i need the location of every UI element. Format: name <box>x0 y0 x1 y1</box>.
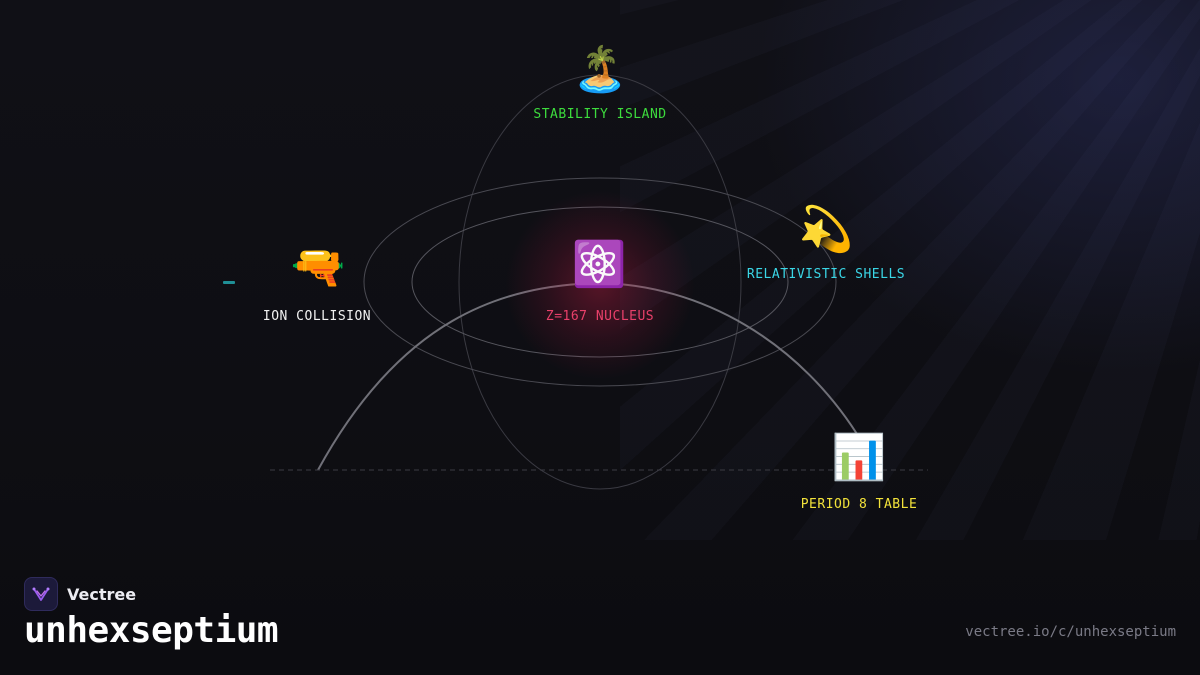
atom-icon[interactable]: ⚛️ <box>571 239 627 290</box>
node-label-period-8-table: PERIOD 8 TABLE <box>800 497 918 512</box>
node-label-nucleus: Z=167 NUCLEUS <box>545 309 655 324</box>
nucleus-glow <box>505 190 695 380</box>
brand[interactable]: Vectree <box>24 577 136 611</box>
dizzy-star-icon[interactable]: 💫 <box>798 204 854 255</box>
brand-name: Vectree <box>67 584 137 604</box>
orbit-outer <box>363 177 837 387</box>
dash-mark <box>223 281 235 284</box>
node-label-ion-collision: ION COLLISION <box>262 309 372 324</box>
orbit-vertical <box>458 74 742 490</box>
bar-chart-icon[interactable]: 📊 <box>831 432 887 483</box>
trajectory-arc <box>317 281 863 471</box>
node-label-relativistic-shells: RELATIVISTIC SHELLS <box>746 267 906 282</box>
node-label-stability-island: STABILITY ISLAND <box>533 107 667 122</box>
ray-gun-icon[interactable]: 🔫 <box>290 242 346 293</box>
island-icon[interactable]: 🏝️ <box>572 44 628 95</box>
page-url[interactable]: vectree.io/c/unhexseptium <box>965 624 1176 640</box>
page-title: unhexseptium <box>24 610 279 651</box>
vectree-logo-icon <box>24 577 58 611</box>
orbit-inner <box>411 206 789 358</box>
